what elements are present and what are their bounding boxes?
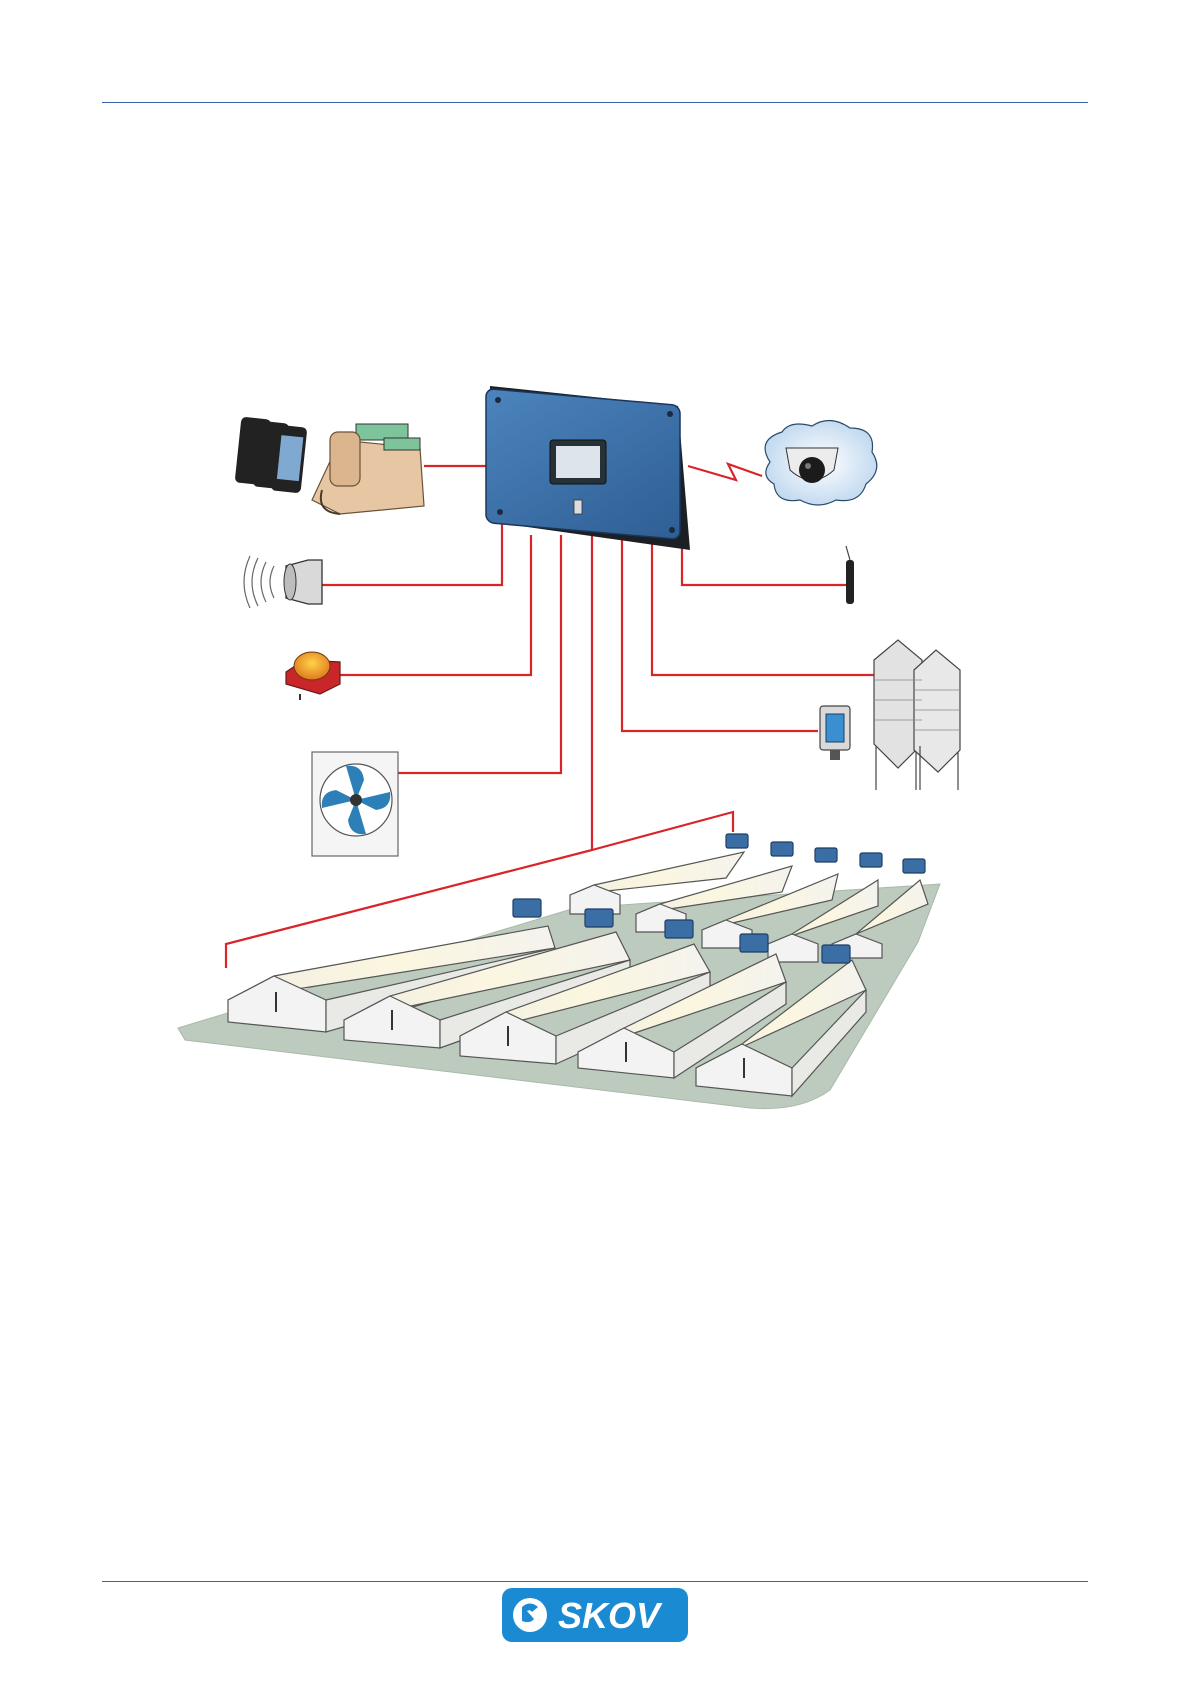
farm-network-diagram <box>0 0 1192 1580</box>
weighing-unit-icon <box>820 706 850 760</box>
logo-text: SKOV <box>558 1595 663 1636</box>
footer-rule <box>102 1581 1088 1582</box>
fan-icon <box>312 752 398 856</box>
mobile-phone-icon <box>235 417 308 494</box>
central-controller <box>486 386 690 550</box>
silo-icon <box>874 640 960 790</box>
siren-icon <box>244 556 322 608</box>
sensor-probe-icon <box>846 546 854 604</box>
camera-icon <box>765 420 877 505</box>
telephone-icon <box>312 424 424 514</box>
beacon-light-icon <box>286 652 340 700</box>
skov-logo: SKOV <box>502 1588 688 1642</box>
